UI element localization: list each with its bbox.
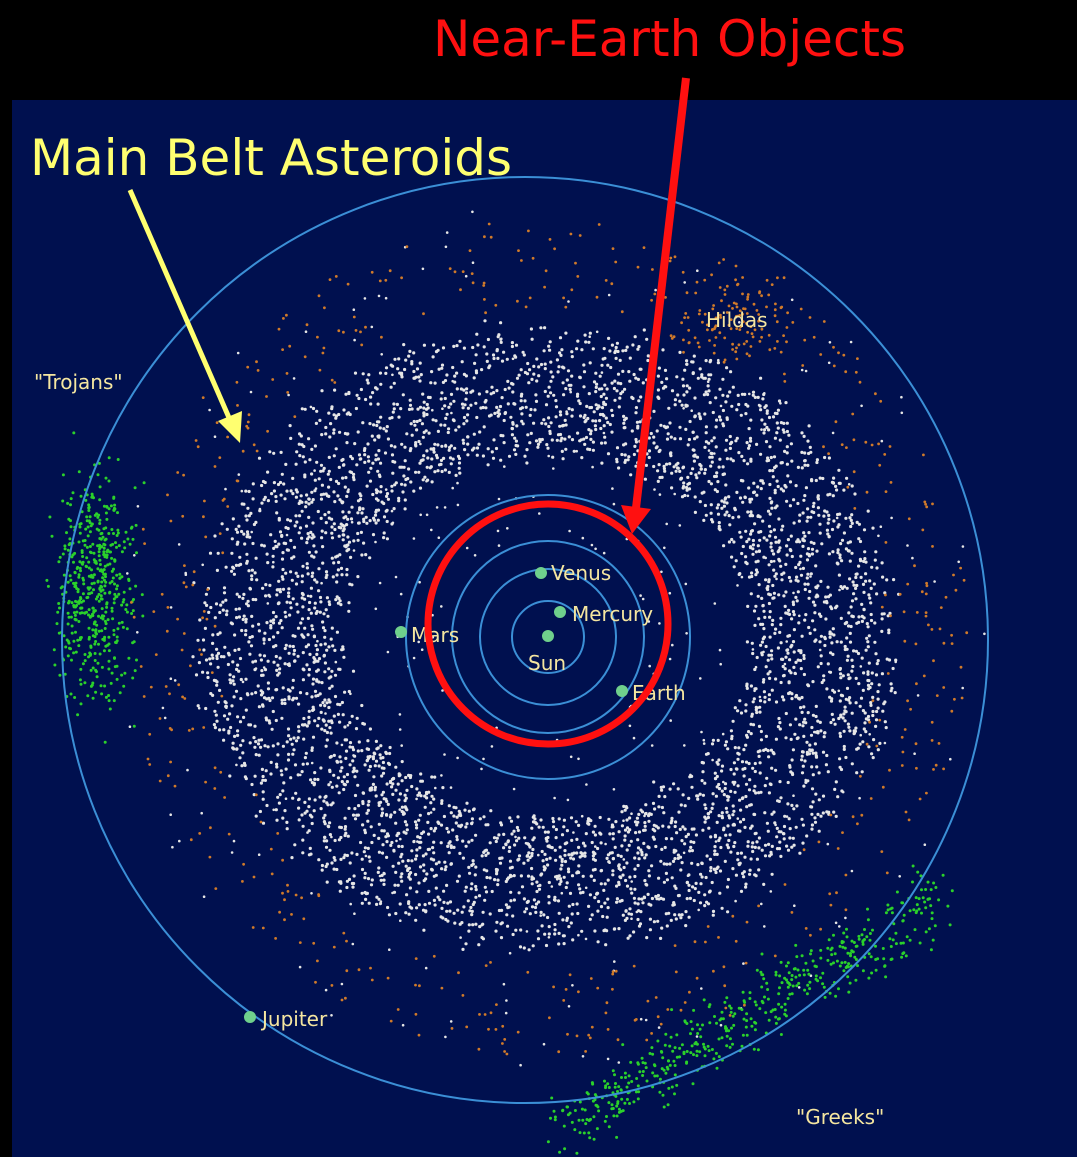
near-earth-ring	[424, 500, 672, 748]
jupiter-marker	[244, 1011, 256, 1023]
orbits	[61, 176, 989, 1104]
hildas-label: Hildas	[706, 308, 768, 332]
trojans-label: "Trojans"	[34, 370, 123, 394]
orbit-mercury	[511, 600, 585, 674]
earth-marker	[616, 685, 628, 697]
sun-marker	[542, 630, 554, 642]
orbit-mars	[405, 494, 691, 780]
venus-label: Venus	[551, 561, 611, 585]
main-belt-title: Main Belt Asteroids	[30, 129, 512, 187]
sun-label: Sun	[528, 651, 566, 675]
venus-marker	[535, 567, 547, 579]
mars-label: Mars	[411, 623, 459, 647]
mercury-marker	[554, 606, 566, 618]
mercury-label: Mercury	[572, 602, 653, 626]
jupiter-label: Jupiter	[260, 1007, 328, 1031]
orbit-venus	[479, 568, 617, 706]
orbit-jupiter	[61, 176, 989, 1104]
greeks-label: "Greeks"	[796, 1105, 884, 1129]
bodies	[244, 567, 628, 1023]
near-earth-title: Near-Earth Objects	[433, 10, 906, 68]
orbit-earth	[451, 540, 645, 734]
near-earth-arrow	[621, 77, 690, 534]
mars-marker	[395, 626, 407, 638]
asteroid-dots	[45, 210, 986, 1155]
main-belt-arrow	[127, 189, 242, 443]
space-panel	[12, 100, 1077, 1157]
